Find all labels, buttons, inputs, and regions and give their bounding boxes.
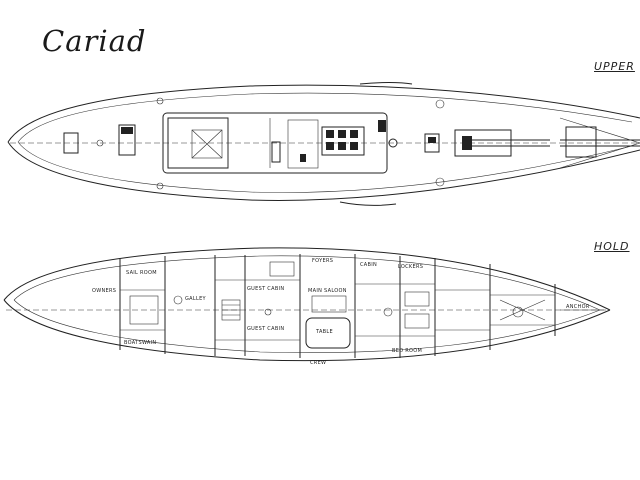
bunk bbox=[404, 313, 430, 329]
room-label: TABLE bbox=[315, 329, 333, 335]
upper-hull-outline bbox=[7, 84, 640, 201]
fore-hatch-fill bbox=[428, 137, 436, 143]
mast-base bbox=[264, 308, 272, 316]
skylight-pane bbox=[350, 130, 358, 138]
aft-hatch bbox=[63, 132, 79, 154]
room-label: GALLEY bbox=[185, 296, 207, 302]
owner-berth bbox=[129, 295, 159, 325]
cleat bbox=[156, 97, 164, 105]
room-label: BED ROOM bbox=[392, 348, 422, 354]
skylight-pane bbox=[350, 142, 358, 150]
cleat bbox=[435, 99, 445, 109]
room-label: FOYERS bbox=[312, 258, 333, 264]
windlass bbox=[462, 136, 472, 150]
room-label: BOATSWAIN bbox=[124, 340, 156, 346]
room-label: LOCKERS bbox=[398, 264, 423, 270]
room-label: ANCHOR bbox=[566, 304, 590, 310]
rail-cap-2 bbox=[339, 201, 397, 206]
rail-cap bbox=[359, 82, 413, 85]
vent bbox=[300, 154, 306, 162]
saloon-table bbox=[305, 317, 351, 349]
skylight-pane bbox=[338, 142, 346, 150]
mast-step bbox=[271, 141, 281, 163]
bunk bbox=[269, 261, 295, 277]
hold-plan bbox=[3, 247, 611, 362]
wheel-icon bbox=[121, 127, 133, 134]
upper-deck-plan bbox=[7, 82, 640, 206]
hold-labels: SAIL ROOM BOATSWAIN OWNERS GALLEY GUEST … bbox=[92, 258, 590, 366]
skylight-pane bbox=[326, 130, 334, 138]
hold-hull-inner bbox=[13, 255, 601, 354]
room-label: GUEST CABIN bbox=[247, 286, 284, 292]
cleat bbox=[435, 177, 445, 187]
windlass-house bbox=[454, 129, 512, 157]
fore-hatch bbox=[424, 133, 440, 153]
room-label: CREW bbox=[310, 360, 326, 366]
cleat bbox=[156, 182, 164, 190]
hatch-diag bbox=[499, 299, 546, 321]
vent bbox=[378, 120, 386, 132]
drawing-title: Cariad bbox=[42, 24, 147, 58]
room-label: CABIN bbox=[360, 262, 377, 268]
room-label: MAIN SALOON bbox=[308, 288, 347, 294]
deckhouse bbox=[162, 112, 388, 174]
bowsprit-stays bbox=[559, 117, 640, 169]
upper-deck-label: UPPER bbox=[594, 60, 635, 73]
foremast bbox=[388, 138, 398, 148]
upper-hull-inner bbox=[17, 92, 633, 193]
skylight-pane bbox=[326, 142, 334, 150]
hold-label: HOLD bbox=[594, 240, 630, 253]
chart-table bbox=[287, 119, 319, 169]
bunk bbox=[404, 291, 430, 307]
basin bbox=[173, 295, 183, 305]
wheel-box bbox=[118, 124, 136, 156]
hold-hull-outline bbox=[3, 247, 611, 362]
room-label: GUEST CABIN bbox=[247, 326, 284, 332]
settee bbox=[311, 295, 347, 313]
mast-base bbox=[383, 307, 393, 317]
room-label: OWNERS bbox=[92, 288, 116, 294]
chain-locker bbox=[512, 306, 524, 318]
companionway bbox=[191, 129, 223, 159]
bow-fitting bbox=[565, 126, 597, 158]
room-label: SAIL ROOM bbox=[126, 270, 157, 276]
compass-icon bbox=[96, 139, 104, 147]
skylight-pane bbox=[338, 130, 346, 138]
skylight bbox=[321, 126, 365, 156]
companionway-cross bbox=[191, 129, 223, 159]
